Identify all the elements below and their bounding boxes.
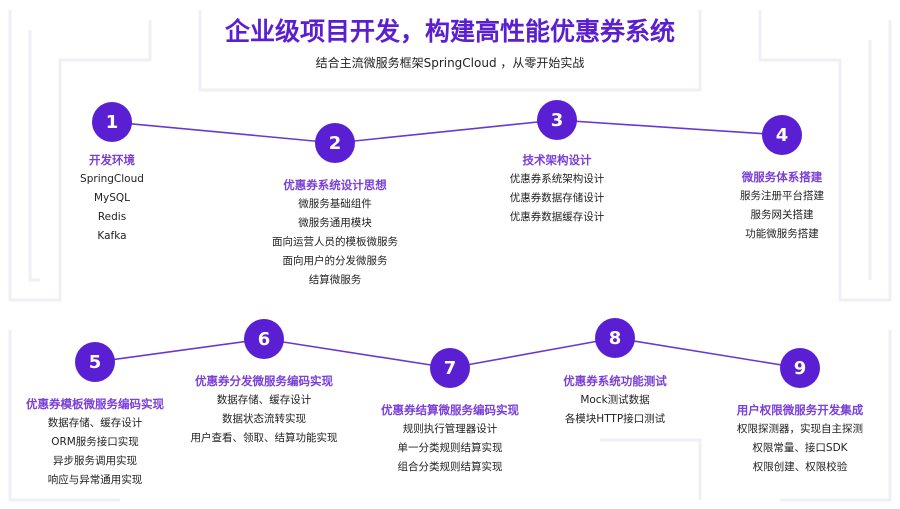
step-6: 优惠券分发微服务编码实现数据存储、缓存设计数据状态流转实现用户查看、领取、结算功… <box>154 371 374 448</box>
step-heading: 优惠券系统设计思想 <box>283 178 387 192</box>
step-item: 功能微服务搭建 <box>745 228 819 240</box>
step-item: 数据存储、缓存设计 <box>47 417 143 429</box>
step-item: 面向用户的分发微服务 <box>282 255 388 267</box>
step-item: 异步服务调用实现 <box>53 455 137 467</box>
step-number-badge: 2 <box>315 123 355 163</box>
step-item: 数据存储、缓存设计 <box>216 394 312 406</box>
step-number-badge: 3 <box>537 100 577 140</box>
step-3: 技术架构设计优惠券系统架构设计优惠券数据存储设计优惠券数据缓存设计 <box>447 150 667 227</box>
step-number-badge: 4 <box>762 115 802 155</box>
step-heading: 用户权限微服务开发集成 <box>736 403 864 417</box>
step-item: 响应与异常通用实现 <box>47 474 143 486</box>
step-item: 权限常量、接口SDK <box>752 442 848 454</box>
step-7: 优惠券结算微服务编码实现规则执行管理器设计单一分类规则结算实现组合分类规则结算实… <box>340 400 560 477</box>
step-item: 服务网关搭建 <box>750 209 814 221</box>
step-item: 微服务基础组件 <box>298 198 372 210</box>
step-item: Kafka <box>97 230 127 242</box>
step-item: 优惠券数据缓存设计 <box>509 211 605 223</box>
step-item: 优惠券系统架构设计 <box>509 173 605 185</box>
step-heading: 微服务体系搭建 <box>741 170 823 184</box>
step-item: 微服务通用模块 <box>298 217 372 229</box>
step-item: 各模块HTTP接口测试 <box>564 413 666 425</box>
step-number-badge: 1 <box>92 102 132 142</box>
step-number-badge: 7 <box>430 348 470 388</box>
step-item: 用户查看、领取、结算功能实现 <box>190 432 338 444</box>
step-item: 优惠券数据存储设计 <box>509 192 605 204</box>
step-item: 权限创建、权限校验 <box>752 461 848 473</box>
step-item: 面向运营人员的模板微服务 <box>272 236 398 248</box>
step-item: Mock测试数据 <box>580 394 650 406</box>
step-number-badge: 5 <box>75 342 115 382</box>
step-4: 微服务体系搭建服务注册平台搭建服务网关搭建功能微服务搭建 <box>672 167 892 244</box>
step-item: MySQL <box>93 192 131 204</box>
step-number-badge: 8 <box>595 318 635 358</box>
step-number-badge: 6 <box>244 319 284 359</box>
step-item: Redis <box>97 211 127 223</box>
step-item: 单一分类规则结算实现 <box>397 442 503 454</box>
step-heading: 优惠券系统功能测试 <box>563 374 667 388</box>
step-heading: 优惠券结算微服务编码实现 <box>381 403 519 417</box>
step-heading: 开发环境 <box>89 153 135 167</box>
step-item: SpringCloud <box>80 173 144 185</box>
step-heading: 优惠券模板微服务编码实现 <box>26 397 164 411</box>
step-item: ORM服务接口实现 <box>51 436 139 448</box>
step-item: 权限探测器，实现自主探测 <box>737 423 863 435</box>
step-item: 结算微服务 <box>308 274 362 286</box>
step-number-badge: 9 <box>780 348 820 388</box>
page-subtitle: 结合主流微服务框架SpringCloud ，从零开始实战 <box>315 56 585 70</box>
step-item: 规则执行管理器设计 <box>402 423 498 435</box>
step-9: 用户权限微服务开发集成权限探测器，实现自主探测权限常量、接口SDK 权限创建、权限… <box>690 400 900 477</box>
step-heading: 优惠券分发微服务编码实现 <box>195 374 333 388</box>
step-2: 优惠券系统设计思想微服务基础组件微服务通用模块面向运营人员的模板微服务面向用户的… <box>225 175 445 290</box>
step-item: 组合分类规则结算实现 <box>397 461 503 473</box>
step-heading: 技术架构设计 <box>522 153 592 167</box>
step-8: 优惠券系统功能测试 Mock测试数据各模块HTTP接口测试 <box>505 371 725 429</box>
page-title: 企业级项目开发，构建高性能优惠券系统 <box>224 17 675 46</box>
step-item: 服务注册平台搭建 <box>740 190 824 202</box>
step-5: 优惠券模板微服务编码实现数据存储、缓存设计 ORM服务接口实现异步服务调用实现响应… <box>0 394 205 490</box>
step-item: 数据状态流转实现 <box>222 413 306 425</box>
